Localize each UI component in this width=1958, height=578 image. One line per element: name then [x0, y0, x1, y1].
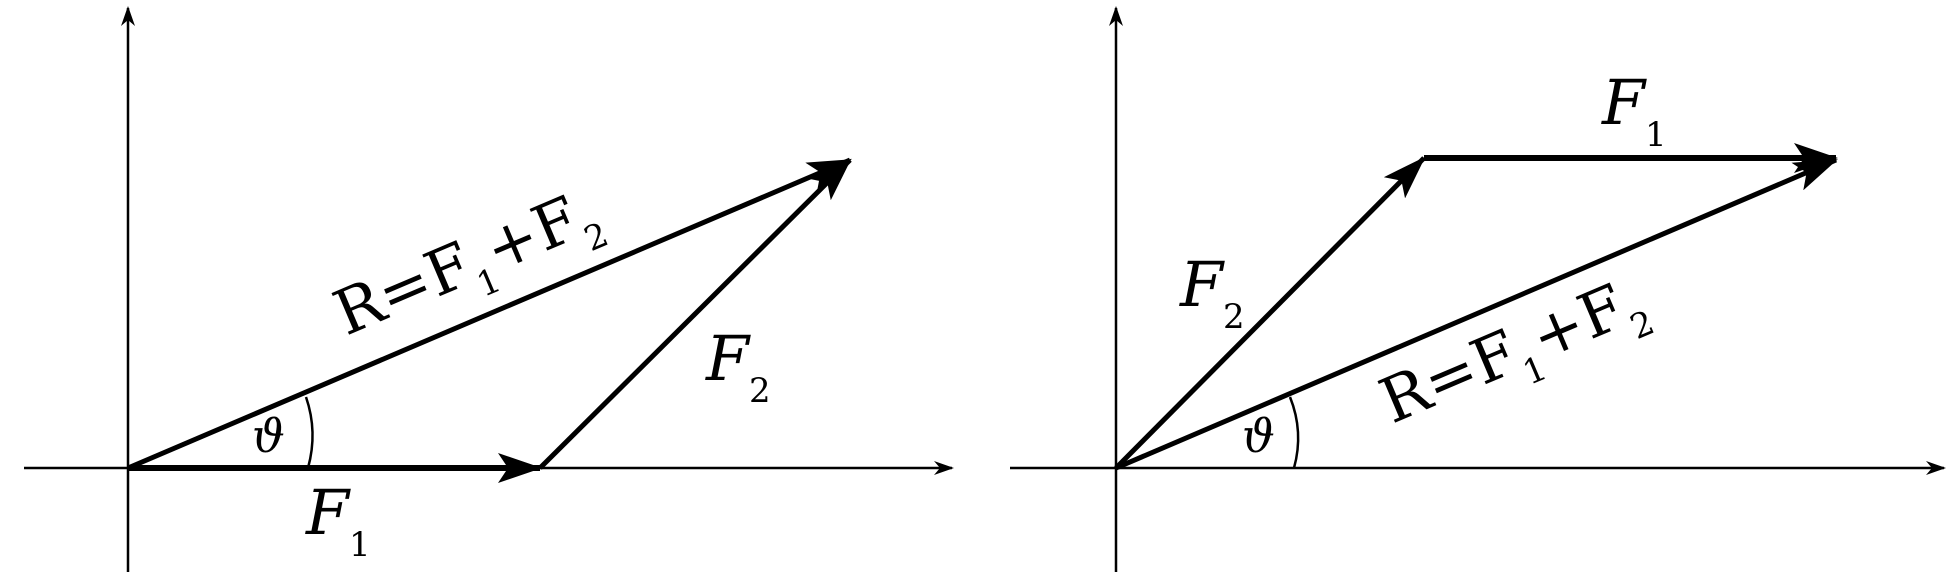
left-f1-base: F [305, 476, 351, 549]
right-resultant-base: R=F [1369, 315, 1528, 438]
left-angle-arc [304, 396, 314, 469]
right-angle-arc [1288, 396, 1300, 469]
left-angle-label: ϑ [252, 409, 285, 463]
right-angle-label: ϑ [1242, 409, 1275, 463]
left-f1-sub: 1 [349, 525, 371, 565]
right-resultant-sub2: 2 [1625, 303, 1661, 348]
left-f2-label: F2 [705, 322, 771, 411]
left-f2-base: F [705, 322, 751, 395]
left-vector-f2 [538, 158, 852, 470]
left-f1-label: F1 [305, 476, 371, 565]
right-f1-base: F [1601, 66, 1647, 139]
right-f1-label: F1 [1601, 66, 1667, 155]
right-f2-base: F [1179, 248, 1225, 321]
right-f2-sub: 2 [1223, 297, 1245, 337]
left-vector-resultant [127, 157, 852, 471]
right-f1-sub: 1 [1645, 115, 1667, 155]
right-vector-resultant [1115, 157, 1838, 471]
left-f2-sub: 2 [749, 371, 771, 411]
left-resultant-sub2: 2 [579, 215, 615, 260]
right-resultant-label: R=F1+F2 [1369, 261, 1660, 449]
left-resultant-label: R=F1+F2 [323, 173, 614, 361]
right-vector-f2 [1114, 156, 1426, 470]
left-resultant-base: R=F [323, 227, 482, 350]
right-panel: ϑ F1 F2 R=F1+F2 [1010, 6, 1946, 572]
right-f2-label: F2 [1179, 248, 1245, 337]
left-panel: ϑ F1 F2 R=F1+F2 [24, 6, 954, 572]
